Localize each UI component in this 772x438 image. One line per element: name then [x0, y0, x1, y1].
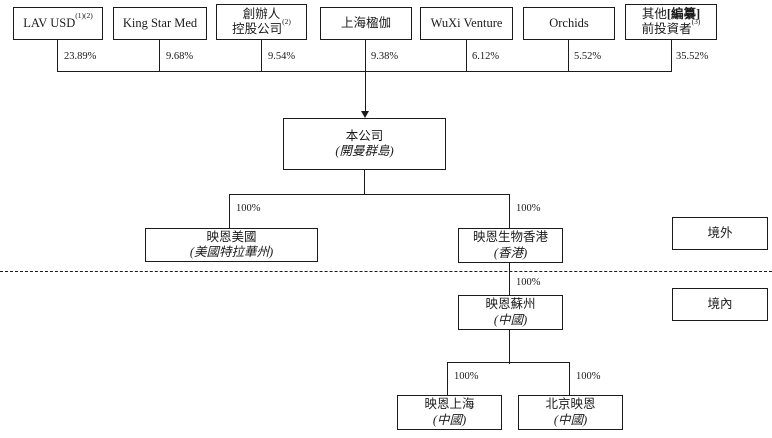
subsidiary-box-hk: 映恩生物香港 (香港)	[458, 228, 563, 263]
subsidiary-location: (香港)	[493, 245, 528, 260]
redacted-marker: [編纂]	[666, 6, 701, 21]
connector-line	[671, 40, 673, 72]
shareholder-box-orchids: Orchids	[523, 7, 615, 40]
company-location: (開曼群島)	[335, 144, 394, 158]
pct-label-other-pre-investors: 35.52%	[676, 51, 709, 62]
connector-line	[159, 40, 161, 72]
shareholder-box-wuxi-venture: WuXi Venture	[420, 7, 513, 40]
shareholder-name: King Star Med	[122, 15, 198, 30]
connector-line	[509, 194, 511, 228]
company-name: 本公司	[345, 128, 384, 143]
pct-label-king-star-med: 9.68%	[166, 51, 194, 62]
connector-line	[569, 362, 571, 395]
company-box: 本公司 (開曼群島)	[283, 118, 446, 170]
subsidiary-name: 映恩生物香港	[472, 230, 548, 245]
pct-label-wuxi-venture: 6.12%	[472, 51, 500, 62]
region-label: 境內	[707, 296, 733, 311]
shareholder-name-line1: 其他[編纂]	[641, 6, 701, 21]
pct-label-shanghai: 100%	[454, 371, 479, 382]
subsidiary-box-suzhou: 映恩蘇州 (中國)	[458, 295, 563, 330]
subsidiary-location: (中國)	[553, 412, 588, 427]
connector-line	[364, 170, 366, 195]
region-box-onshore: 境內	[672, 288, 768, 321]
subsidiary-location: (中國)	[432, 412, 467, 427]
subsidiary-location: (中國)	[493, 312, 528, 327]
subsidiary-location: (美國特拉華州)	[189, 245, 274, 259]
subsidiary-box-beijing: 北京映恩 (中國)	[518, 395, 623, 430]
connector-bus-line	[57, 71, 672, 73]
connector-line	[229, 194, 510, 196]
footnote-marker: (1)(2)	[75, 10, 93, 20]
subsidiary-name: 映恩上海	[424, 397, 475, 412]
pct-label-shanghai-yingjia: 9.38%	[371, 51, 399, 62]
region-label: 境外	[707, 225, 733, 240]
shareholder-box-founder-holdco: 創辦人 控股公司(2)	[216, 4, 307, 40]
connector-line	[261, 40, 263, 72]
shareholder-name-line2: 前投資者(3)	[641, 16, 701, 36]
subsidiary-name: 映恩蘇州	[485, 297, 536, 312]
shareholder-name: LAV USD(1)(2)	[23, 10, 93, 30]
footnote-marker: (3)	[691, 16, 701, 26]
connector-line	[447, 362, 449, 395]
shareholder-name: 上海楹伽	[340, 15, 391, 30]
connector-line	[509, 263, 511, 295]
shareholder-name: WuXi Venture	[430, 15, 503, 30]
shareholder-name: Orchids	[549, 15, 589, 30]
shareholder-box-other-pre-investors: 其他[編纂] 前投資者(3)	[625, 4, 717, 40]
connector-line	[57, 40, 59, 72]
shareholder-box-shanghai-yingjia: 上海楹伽	[320, 7, 412, 40]
pct-label-orchids: 5.52%	[574, 51, 602, 62]
connector-line	[568, 40, 570, 72]
subsidiary-name: 映恩美國	[206, 229, 257, 244]
subsidiary-box-shanghai: 映恩上海 (中國)	[397, 395, 502, 430]
connector-line	[229, 194, 231, 228]
shareholder-name-line1: 創辦人	[242, 6, 281, 21]
pct-label-suzhou: 100%	[516, 277, 541, 288]
pct-label-us: 100%	[236, 203, 261, 214]
pct-label-founder-holdco: 9.54%	[268, 51, 296, 62]
shareholder-box-lav-usd: LAV USD(1)(2)	[13, 7, 103, 40]
subsidiary-box-us: 映恩美國 (美國特拉華州)	[145, 228, 318, 262]
arrow-down-icon	[361, 111, 369, 118]
pct-label-lav-usd: 23.89%	[64, 51, 97, 62]
pct-label-hk: 100%	[516, 203, 541, 214]
shareholder-box-king-star-med: King Star Med	[113, 7, 207, 40]
connector-line	[466, 40, 468, 72]
footnote-marker: (2)	[282, 16, 291, 26]
shareholder-name-line2: 控股公司(2)	[232, 16, 291, 36]
connector-line	[509, 330, 511, 364]
region-box-offshore: 境外	[672, 217, 768, 250]
pct-label-beijing: 100%	[576, 371, 601, 382]
offshore-onshore-divider	[0, 271, 772, 272]
connector-line	[365, 71, 367, 113]
connector-line	[365, 40, 367, 72]
connector-line	[447, 362, 570, 364]
subsidiary-name: 北京映恩	[545, 397, 596, 412]
